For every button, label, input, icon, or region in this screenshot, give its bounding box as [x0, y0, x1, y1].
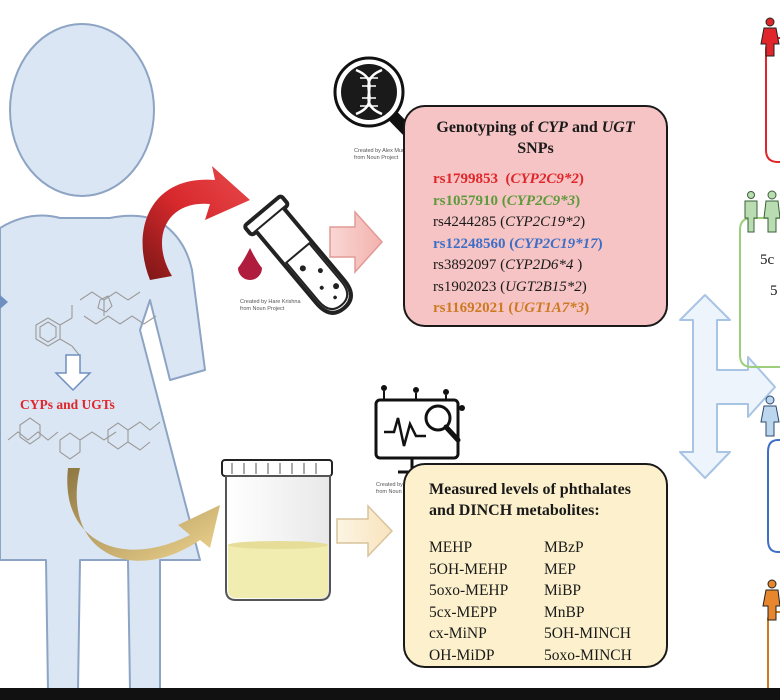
- metabolite-item: 5cx-MEPP: [429, 603, 498, 621]
- metabolite-item: 5oxo-MEHP: [429, 582, 509, 599]
- right-orange-box: [767, 611, 780, 688]
- woman-silhouette: [0, 23, 206, 691]
- metabolite-item: MiBP: [544, 582, 582, 599]
- measured-title: Measured levels of phthalates and DINCH …: [429, 481, 631, 519]
- left-arrow-icon: [0, 295, 8, 309]
- right-blue-box: [767, 439, 780, 553]
- metabolite-item: MEP: [544, 560, 576, 578]
- measured-levels-box: Measured levels of phthalates and DINCH …: [403, 463, 668, 668]
- snp-item: rs3892097 (CYP2D6*4 ): [433, 257, 583, 273]
- metabolite-item: MEHP: [429, 539, 473, 556]
- snp-item: rs4244285 (CYP2C19*2): [433, 214, 586, 230]
- right-green-box: [739, 217, 780, 368]
- urine-sample-jar-icon: [221, 459, 333, 601]
- snp-item: rs12248560 (CYP2C19*17): [433, 235, 603, 252]
- test-tube-icon: [238, 194, 353, 315]
- pink-block-arrow: [329, 210, 384, 274]
- right-partial-text: 5: [770, 283, 778, 299]
- right-red-box: [765, 37, 780, 163]
- right-partial-text: 5c: [760, 252, 775, 268]
- cyps-ugts-label: CYPs and UGTs: [20, 397, 115, 412]
- genotyping-title: Genotyping of CYP and UGT SNPs: [436, 119, 635, 157]
- monitor-analysis-icon: [374, 385, 465, 474]
- metabolite-column-right: MBzP MEP MiBP MnBP 5OH-MINCH 5oxo-MINCH: [544, 537, 632, 666]
- metabolite-item: cx-MiNP: [429, 625, 487, 642]
- snp-item: rs11692021 (UGT1A7*3): [433, 300, 590, 316]
- three-way-arrow: [679, 294, 776, 479]
- molecule-structures-icon: [7, 291, 161, 460]
- genotyping-box: Genotyping of CYP and UGT SNPs rs1799853…: [403, 105, 668, 327]
- red-person-icon: [760, 17, 780, 57]
- down-arrow-icon: [54, 354, 92, 392]
- green-people-icon: [744, 190, 780, 233]
- cream-block-arrow: [336, 504, 394, 558]
- snp-item: rs1902023 (UGT2B15*2): [433, 278, 587, 295]
- metabolite-item: MBzP: [544, 539, 584, 556]
- metabolite-item: MnBP: [544, 603, 585, 621]
- bottom-bar: [0, 688, 780, 700]
- snp-list: rs1799853 (CYP2C9*2) rs1057910 (CYP2C9*3…: [433, 169, 666, 320]
- metabolite-item: 5OH-MEHP: [429, 560, 508, 578]
- metabolite-column-left: MEHP 5OH-MEHP 5oxo-MEHP 5cx-MEPP cx-MiNP…: [429, 537, 508, 666]
- metabolite-item: 5oxo-MINCH: [544, 646, 632, 664]
- snp-item: rs1799853 (CYP2C9*2): [433, 171, 584, 187]
- metabolite-item: OH-MiDP: [429, 646, 495, 664]
- orange-person-icon: [762, 579, 780, 621]
- red-curved-arrow: [142, 166, 250, 280]
- blue-person-icon: [760, 395, 780, 437]
- metabolite-item: 5OH-MINCH: [544, 625, 631, 642]
- snp-item: rs1057910 (CYP2C9*3): [433, 192, 581, 209]
